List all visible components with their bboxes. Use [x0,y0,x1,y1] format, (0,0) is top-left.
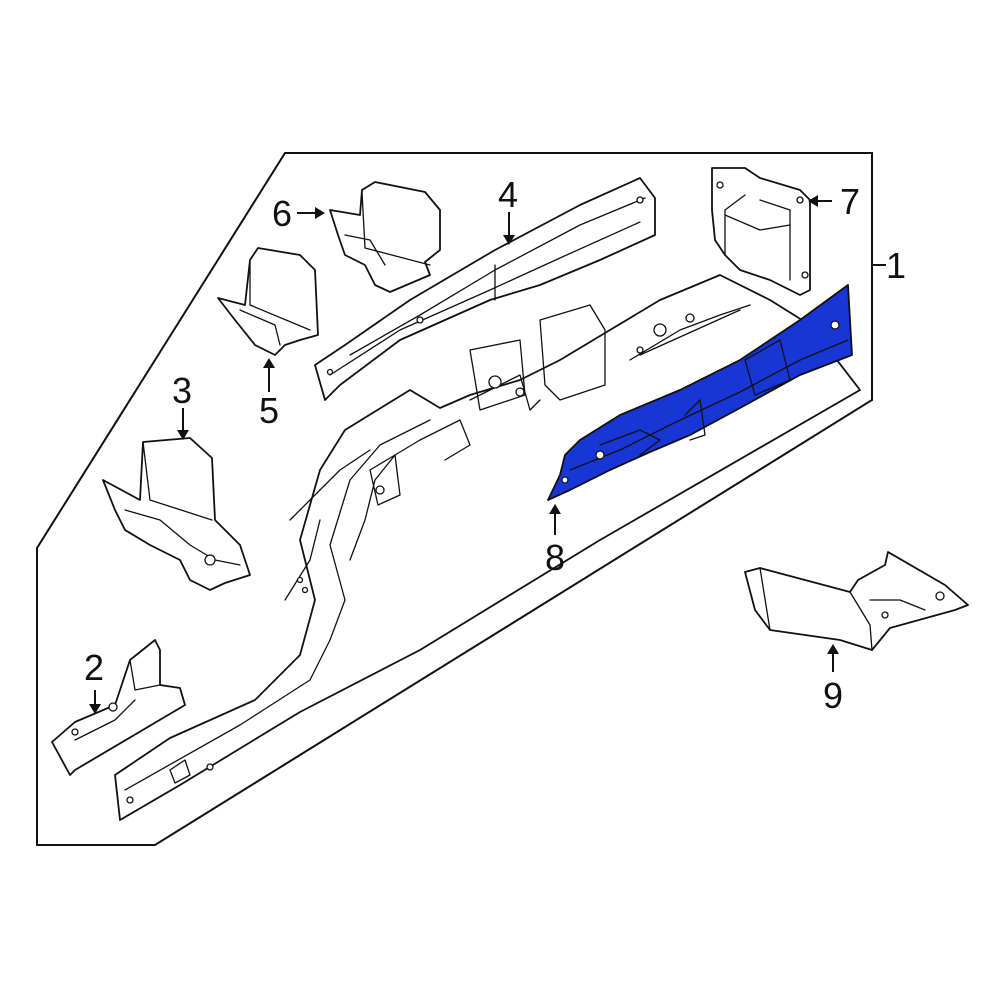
part-5-bracket[interactable] [217,247,319,356]
part-4-rail[interactable] [314,177,656,401]
callout-5: 5 [259,390,279,431]
callout-4: 4 [498,174,518,215]
callout-8: 8 [545,537,565,578]
part-7-bracket[interactable] [711,167,811,296]
assembly-boundary [36,152,873,846]
part-2-bracket[interactable] [51,639,186,776]
callout-leaders [89,195,886,714]
part-3-bracket[interactable] [102,437,251,591]
part-6-bracket[interactable] [329,181,441,293]
part-8-highlighted-panel[interactable] [547,284,853,501]
callout-3: 3 [172,370,192,411]
callout-7: 7 [840,181,860,222]
callout-9: 9 [823,675,843,716]
part-9-bracket[interactable] [744,551,969,651]
callout-6: 6 [272,193,292,234]
callout-2: 2 [84,647,104,688]
callout-1: 1 [886,245,906,286]
